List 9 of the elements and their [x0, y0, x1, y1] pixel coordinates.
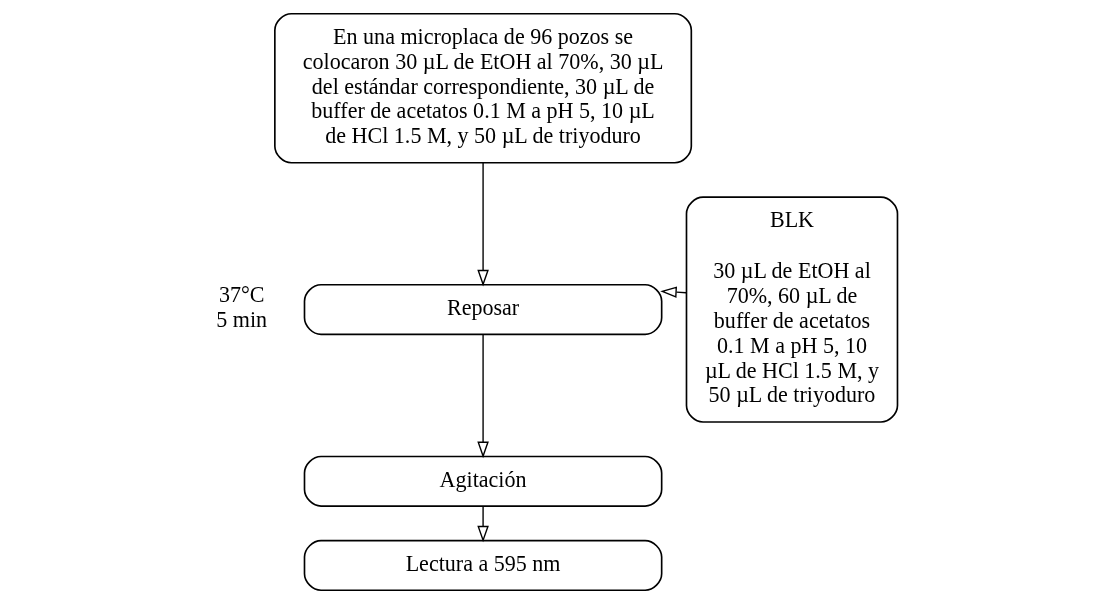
arrow — [476, 505, 489, 543]
node-box: Lectura a 595 nm — [303, 539, 662, 592]
node-label: 37°C 5 min — [215, 282, 267, 333]
node-box: BLK 30 µL de EtOH al 70%, 60 µL de buffer de acetatos 0.1 M a pH 5, 10 µL de HCl 1.5 M, y 50 µL de triyoduro — [685, 196, 898, 423]
node-box: Reposar — [303, 283, 662, 336]
arrow — [476, 333, 489, 459]
node-box: En una microplaca de 96 pozos se colocaron 30 µL de EtOH al 70%, 30 µL del estándar correspondiente, 30 µL de buffer de acetatos 0.1 M a pH 5, 10 µL de HCl 1.5 M, y 50 µL de triyoduro — [273, 12, 692, 164]
arrow — [476, 162, 489, 287]
node-box: Agitación — [303, 455, 662, 507]
